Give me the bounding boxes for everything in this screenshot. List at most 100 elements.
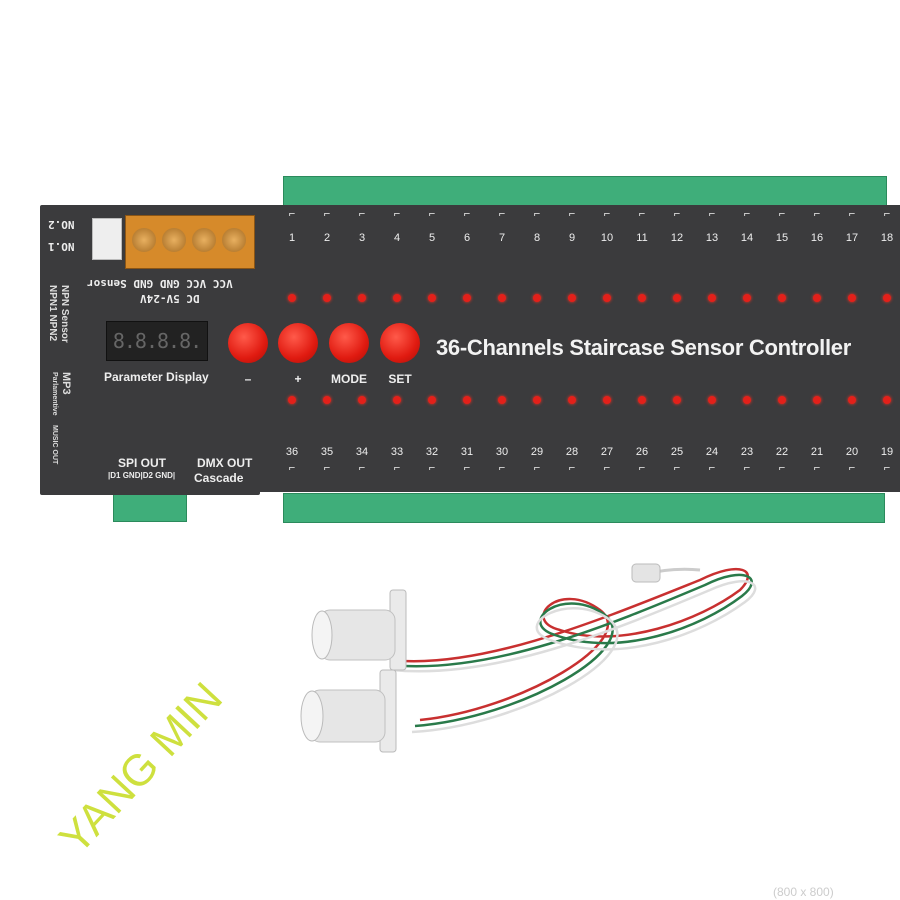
- power-label: DC 5V-24V: [140, 292, 200, 305]
- screw-icon: [132, 228, 156, 252]
- channel-pin-mark: ⌐: [708, 208, 716, 220]
- channel-led-top: [498, 294, 506, 302]
- side-label: MUSIC OUT: [51, 425, 58, 465]
- channel-label-top: 2: [323, 232, 331, 244]
- channel-pin-mark: ⌐: [428, 208, 436, 220]
- minus-button[interactable]: [228, 323, 268, 363]
- channel-pin-mark: ⌐: [603, 462, 611, 474]
- sensor-plug: [631, 563, 661, 583]
- channel-pin-mark: ⌐: [708, 462, 716, 474]
- cable-green: [389, 573, 753, 728]
- channel-led-top: [673, 294, 681, 302]
- channel-label-top: 14: [740, 232, 754, 244]
- channel-pin-mark: ⌐: [673, 462, 681, 474]
- mode-button[interactable]: [329, 323, 369, 363]
- product-title: 36-Channels Staircase Sensor Controller: [436, 335, 852, 360]
- channel-label-bottom: 32: [425, 446, 439, 458]
- channel-led-bottom: [708, 396, 716, 404]
- channel-label-top: 10: [600, 232, 614, 244]
- channel-led-top: [568, 294, 576, 302]
- sensor-connectors: [92, 218, 122, 260]
- channel-pin-mark: ⌐: [463, 208, 471, 220]
- channel-led-bottom: [778, 396, 786, 404]
- bottom-terminal-strip: [283, 493, 885, 523]
- side-label: MP3: [60, 372, 72, 395]
- channel-pin-mark: ⌐: [743, 208, 751, 220]
- channel-label-top: 3: [358, 232, 366, 244]
- channel-pin-mark: ⌐: [358, 208, 366, 220]
- channel-led-top: [463, 294, 471, 302]
- channel-led-top: [813, 294, 821, 302]
- channel-led-bottom: [673, 396, 681, 404]
- channel-label-top: 15: [775, 232, 789, 244]
- screw-icon: [222, 228, 246, 252]
- dmx-out-label: DMX OUT: [197, 456, 253, 470]
- channel-pin-mark: ⌐: [638, 208, 646, 220]
- channel-label-top: 13: [705, 232, 719, 244]
- channel-pin-mark: ⌐: [883, 462, 891, 474]
- channel-label-bottom: 27: [600, 446, 614, 458]
- channel-label-bottom: 30: [495, 446, 509, 458]
- display-label: Parameter Display: [104, 370, 209, 384]
- sensor-port-label: NO.1: [48, 240, 75, 253]
- channel-label-top: 7: [498, 232, 506, 244]
- set-button[interactable]: [380, 323, 420, 363]
- channel-led-bottom: [603, 396, 611, 404]
- channel-led-top: [323, 294, 331, 302]
- plus-button[interactable]: [278, 323, 318, 363]
- channel-label-top: 9: [568, 232, 576, 244]
- power-pins-label: VCC VCC GND GND Sensor: [87, 277, 233, 290]
- channel-pin-mark: ⌐: [533, 462, 541, 474]
- channel-pin-mark: ⌐: [778, 462, 786, 474]
- channel-led-top: [358, 294, 366, 302]
- channel-pin-mark: ⌐: [883, 208, 891, 220]
- mode-label: MODE: [331, 372, 367, 386]
- channel-pin-mark: ⌐: [533, 208, 541, 220]
- channel-pin-mark: ⌐: [673, 208, 681, 220]
- channel-label-top: 16: [810, 232, 824, 244]
- channel-led-top: [603, 294, 611, 302]
- channel-label-top: 6: [463, 232, 471, 244]
- channel-label-bottom: 21: [810, 446, 824, 458]
- channel-led-bottom: [813, 396, 821, 404]
- channel-label-bottom: 35: [320, 446, 334, 458]
- channel-label-bottom: 33: [390, 446, 404, 458]
- channel-led-top: [288, 294, 296, 302]
- sensor-cable-illustration: [300, 563, 757, 753]
- channel-label-bottom: 19: [880, 446, 894, 458]
- channel-label-top: 1: [288, 232, 296, 244]
- channel-led-top: [428, 294, 436, 302]
- channel-label-bottom: 20: [845, 446, 859, 458]
- channel-pin-mark: ⌐: [393, 208, 401, 220]
- channel-pin-mark: ⌐: [498, 208, 506, 220]
- channel-label-top: 4: [393, 232, 401, 244]
- channel-led-top: [393, 294, 401, 302]
- set-label: SET: [388, 372, 412, 386]
- channel-label-bottom: 28: [565, 446, 579, 458]
- channel-pin-mark: ⌐: [743, 462, 751, 474]
- plus-label: +: [294, 372, 302, 386]
- minus-label: –: [244, 372, 252, 386]
- channel-led-bottom: [428, 396, 436, 404]
- top-terminal-strip: [283, 176, 887, 206]
- channel-label-bottom: 36: [285, 446, 299, 458]
- channel-label-bottom: 25: [670, 446, 684, 458]
- sensor-port-label: NO.2: [48, 218, 75, 231]
- channel-pin-mark: ⌐: [813, 208, 821, 220]
- channel-label-top: 5: [428, 232, 436, 244]
- cable-red: [389, 567, 749, 722]
- screw-icon: [192, 228, 216, 252]
- screw-icon: [162, 228, 186, 252]
- channel-led-bottom: [323, 396, 331, 404]
- channel-label-bottom: 31: [460, 446, 474, 458]
- channel-led-top: [708, 294, 716, 302]
- channel-label-top: 17: [845, 232, 859, 244]
- channel-led-bottom: [533, 396, 541, 404]
- channel-led-top: [533, 294, 541, 302]
- side-label: NPN1 NPN2: [47, 285, 58, 342]
- channel-label-bottom: 34: [355, 446, 369, 458]
- channel-pin-mark: ⌐: [568, 462, 576, 474]
- channel-led-bottom: [358, 396, 366, 404]
- channel-led-bottom: [463, 396, 471, 404]
- channel-pin-mark: ⌐: [393, 462, 401, 474]
